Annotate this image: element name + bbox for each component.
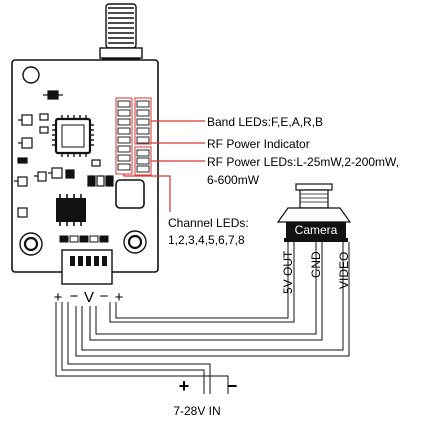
smd-components-middle xyxy=(48,159,114,187)
wires xyxy=(55,242,350,394)
rf-power-indicator-label: RF Power Indicator xyxy=(207,137,310,151)
power-minus-label: − xyxy=(227,376,238,396)
callout-lines xyxy=(123,120,205,212)
power-plus-label: + xyxy=(179,376,190,396)
mounting-pad-left xyxy=(19,232,43,256)
pin-label-v: V xyxy=(84,289,94,306)
qfn-chip xyxy=(52,115,94,157)
pin-label-right-plus: + xyxy=(115,289,124,306)
pin-header-connector xyxy=(61,249,113,285)
pin-label-minus-1: − xyxy=(70,288,79,305)
smd-row-bottom xyxy=(59,235,109,243)
rf-power-leds-label-line2: 6-600mW xyxy=(207,173,260,187)
pin-label-left-plus: + xyxy=(54,289,63,306)
power-input-label: 7-28V IN xyxy=(173,404,220,418)
camera-pin-video: VIDEO xyxy=(337,252,351,289)
shield-component xyxy=(115,179,145,209)
channel-leds-label-line2: 1,2,3,4,5,6,7,8 xyxy=(168,233,245,247)
mounting-pad-right xyxy=(123,230,147,254)
pin-label-minus-2: − xyxy=(100,288,109,305)
band-led-array xyxy=(134,97,152,145)
band-leds-label: Band LEDs:F,E,A,R,B xyxy=(207,115,323,129)
sop-chip xyxy=(56,194,86,226)
smd-components-left xyxy=(14,90,63,218)
channel-leds-label: Channel LEDs: xyxy=(168,216,249,230)
rf-power-leds-label: RF Power LEDs:L-25mW,2-200mW, xyxy=(207,155,399,169)
rf-power-led-array xyxy=(134,146,152,176)
mounting-hole xyxy=(22,66,40,84)
camera: Camera xyxy=(276,183,352,242)
camera-label: Camera xyxy=(295,223,338,237)
pcb-board xyxy=(11,59,159,285)
